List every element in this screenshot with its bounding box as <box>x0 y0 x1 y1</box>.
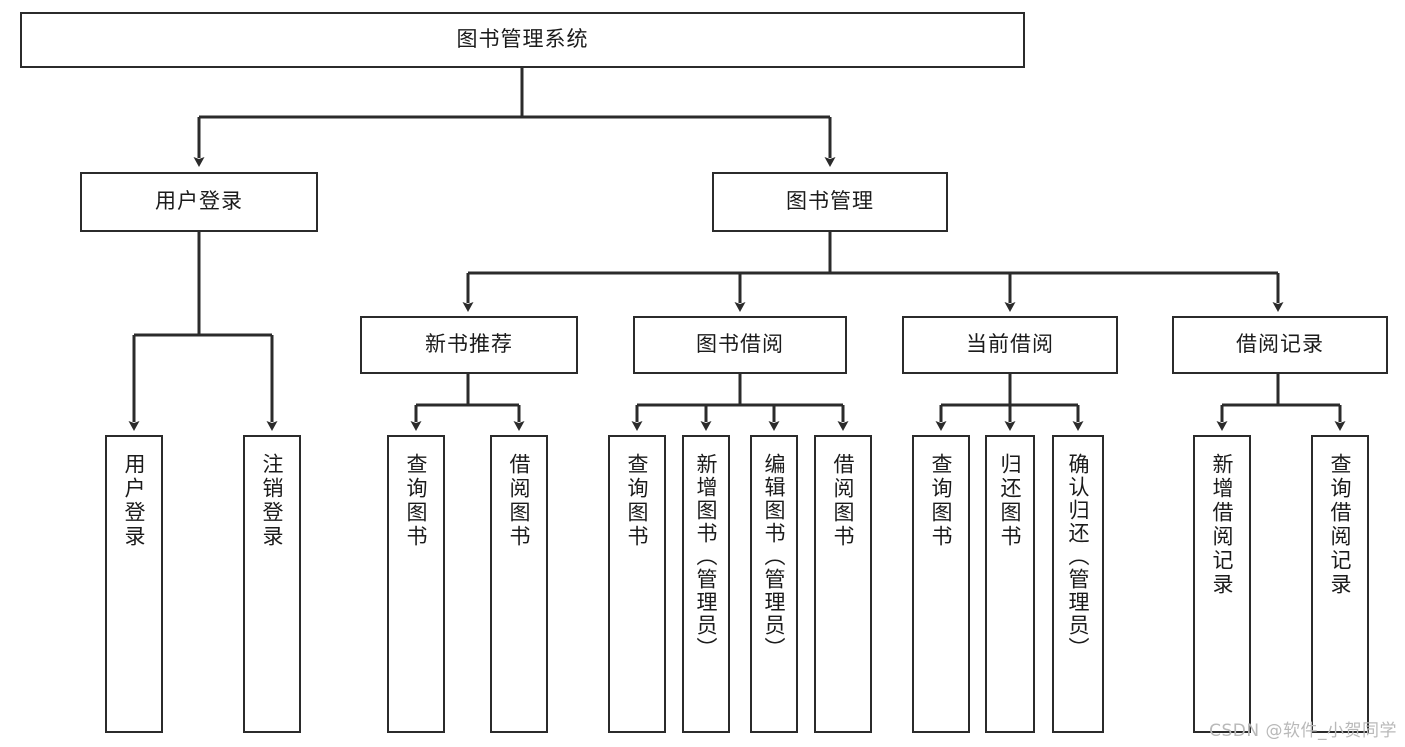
node-book-manage-label: 图书管理 <box>786 189 874 214</box>
node-leaf-user-login-label: 用户登录 <box>122 453 147 549</box>
node-leaf-user-logout-label: 注销登录 <box>260 453 285 549</box>
node-leaf-rec-query-label: 查询图书 <box>404 453 429 549</box>
node-borrow-record-label: 借阅记录 <box>1236 332 1324 357</box>
node-user-login-label: 用户登录 <box>155 189 243 214</box>
node-leaf-cur-confirm[interactable]: 确认归还（管理员） <box>1052 435 1104 733</box>
node-leaf-rec-add-label: 新增借阅记录 <box>1210 453 1235 597</box>
node-book-manage[interactable]: 图书管理 <box>712 172 948 232</box>
node-leaf-rec-borrow-label: 借阅图书 <box>507 453 532 549</box>
node-leaf-borrow-query-label: 查询图书 <box>625 453 650 549</box>
node-root[interactable]: 图书管理系统 <box>20 12 1025 68</box>
node-book-borrow[interactable]: 图书借阅 <box>633 316 847 374</box>
watermark-text: CSDN @软件_小贺同学 <box>1209 721 1397 741</box>
node-leaf-user-login[interactable]: 用户登录 <box>105 435 163 733</box>
node-current-borrow-label: 当前借阅 <box>966 332 1054 357</box>
node-user-login[interactable]: 用户登录 <box>80 172 318 232</box>
node-leaf-borrow-edit-label: 编辑图书（管理员） <box>762 453 787 660</box>
node-leaf-cur-query[interactable]: 查询图书 <box>912 435 970 733</box>
node-leaf-cur-return[interactable]: 归还图书 <box>985 435 1035 733</box>
node-leaf-rec-query[interactable]: 查询图书 <box>387 435 445 733</box>
node-borrow-record[interactable]: 借阅记录 <box>1172 316 1388 374</box>
node-leaf-cur-query-label: 查询图书 <box>929 453 954 549</box>
node-leaf-rec-borrow[interactable]: 借阅图书 <box>490 435 548 733</box>
node-current-borrow[interactable]: 当前借阅 <box>902 316 1118 374</box>
node-book-borrow-label: 图书借阅 <box>696 332 784 357</box>
node-root-label: 图书管理系统 <box>456 27 589 52</box>
node-leaf-user-logout[interactable]: 注销登录 <box>243 435 301 733</box>
node-leaf-borrow-edit[interactable]: 编辑图书（管理员） <box>750 435 798 733</box>
node-leaf-cur-confirm-label: 确认归还（管理员） <box>1066 453 1091 660</box>
node-leaf-borrow-query[interactable]: 查询图书 <box>608 435 666 733</box>
node-leaf-rec-search-label: 查询借阅记录 <box>1328 453 1353 597</box>
node-leaf-cur-return-label: 归还图书 <box>998 453 1023 549</box>
node-new-book-rec[interactable]: 新书推荐 <box>360 316 578 374</box>
node-leaf-borrow-add[interactable]: 新增图书（管理员） <box>682 435 730 733</box>
node-leaf-borrow-do[interactable]: 借阅图书 <box>814 435 872 733</box>
node-leaf-borrow-add-label: 新增图书（管理员） <box>694 453 719 660</box>
node-leaf-rec-search[interactable]: 查询借阅记录 <box>1311 435 1369 733</box>
node-leaf-borrow-do-label: 借阅图书 <box>831 453 856 549</box>
node-leaf-rec-add[interactable]: 新增借阅记录 <box>1193 435 1251 733</box>
node-new-book-rec-label: 新书推荐 <box>425 332 513 357</box>
